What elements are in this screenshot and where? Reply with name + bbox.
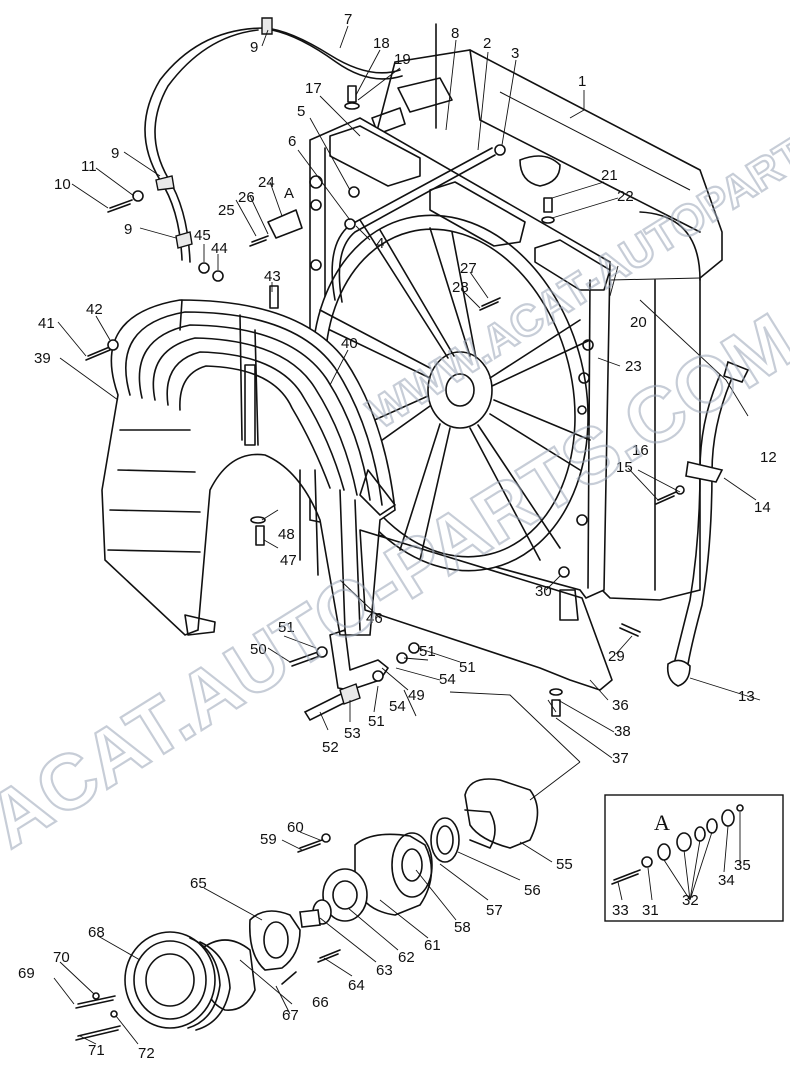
callout-36: 36 xyxy=(612,697,629,714)
callout-16: 16 xyxy=(632,442,649,459)
callout-51d: 51 xyxy=(419,643,436,660)
callout-numbers: 1 2 3 4 5 6 7 8 9 9 9 10 11 12 13 14 15 … xyxy=(18,11,777,1062)
callout-61: 61 xyxy=(424,937,441,954)
callout-51b: 51 xyxy=(459,659,476,676)
callout-29: 29 xyxy=(608,648,625,665)
callout-52: 52 xyxy=(322,739,339,756)
callout-24: 24 xyxy=(258,174,275,191)
callout-42: 42 xyxy=(86,301,103,318)
callout-50: 50 xyxy=(250,641,267,658)
callout-6: 6 xyxy=(288,133,296,150)
callout-19: 19 xyxy=(394,51,411,68)
cooling-fan xyxy=(319,219,591,561)
callout-33: 33 xyxy=(612,902,629,919)
callout-48: 48 xyxy=(278,526,295,543)
callout-3: 3 xyxy=(511,45,519,62)
callout-18: 18 xyxy=(373,35,390,52)
callout-54a: 54 xyxy=(389,698,406,715)
callout-26: 26 xyxy=(238,189,255,206)
callout-8: 8 xyxy=(451,25,459,42)
callout-72: 72 xyxy=(138,1045,155,1062)
leader-lines xyxy=(53,25,761,1045)
callout-47: 47 xyxy=(280,552,297,569)
callout-13: 13 xyxy=(738,688,755,705)
callout-25: 25 xyxy=(218,202,235,219)
callout-20: 20 xyxy=(630,314,647,331)
callout-22: 22 xyxy=(617,188,634,205)
callout-34: 34 xyxy=(718,872,735,889)
callout-40: 40 xyxy=(341,335,358,352)
callout-37: 37 xyxy=(612,750,629,767)
callout-7: 7 xyxy=(344,11,352,28)
fan-drive-assembly xyxy=(75,778,539,1041)
callout-49: 49 xyxy=(408,687,425,704)
callout-9b: 9 xyxy=(111,145,119,162)
callout-1: 1 xyxy=(578,73,586,90)
callout-53: 53 xyxy=(344,725,361,742)
callout-17: 17 xyxy=(305,80,322,97)
callout-60: 60 xyxy=(287,819,304,836)
callout-62: 62 xyxy=(398,949,415,966)
inset-label: A xyxy=(654,810,670,835)
callout-70: 70 xyxy=(53,949,70,966)
callout-9a: 9 xyxy=(250,39,258,56)
callout-66: 66 xyxy=(312,994,329,1011)
callout-35: 35 xyxy=(734,857,751,874)
callout-14: 14 xyxy=(754,499,771,516)
callout-9c: 9 xyxy=(124,221,132,238)
callout-27: 27 xyxy=(460,260,477,277)
callout-11: 11 xyxy=(81,158,97,175)
callout-15: 15 xyxy=(616,459,633,476)
callout-55: 55 xyxy=(556,856,573,873)
callout-51c: 51 xyxy=(368,713,385,730)
callout-67: 67 xyxy=(282,1007,299,1024)
callout-21: 21 xyxy=(601,167,618,184)
callout-59: 59 xyxy=(260,831,277,848)
callout-69: 69 xyxy=(18,965,35,982)
callout-64: 64 xyxy=(348,977,365,994)
callout-57: 57 xyxy=(486,902,503,919)
callout-44: 44 xyxy=(211,240,228,257)
callout-46: 46 xyxy=(366,610,383,627)
hoses xyxy=(144,27,750,687)
callout-39: 39 xyxy=(34,350,51,367)
callout-54b: 54 xyxy=(439,671,456,688)
detail-inset: A xyxy=(604,794,784,922)
callout-68: 68 xyxy=(88,924,105,941)
callout-41: 41 xyxy=(38,315,55,332)
callout-12: 12 xyxy=(760,449,777,466)
callout-32: 32 xyxy=(682,892,699,909)
callout-56: 56 xyxy=(524,882,541,899)
fasteners xyxy=(85,17,685,722)
callout-71: 71 xyxy=(88,1042,105,1059)
callout-30: 30 xyxy=(535,583,552,600)
callout-63: 63 xyxy=(376,962,393,979)
callout-58: 58 xyxy=(454,919,471,936)
callout-65: 65 xyxy=(190,875,207,892)
callout-23: 23 xyxy=(625,358,642,375)
callout-4: 4 xyxy=(376,235,384,252)
callout-28: 28 xyxy=(452,279,469,296)
view-marker-a: A xyxy=(284,185,294,202)
callout-38: 38 xyxy=(614,723,631,740)
callout-31: 31 xyxy=(642,902,659,919)
callout-43: 43 xyxy=(264,268,281,285)
callout-51a: 51 xyxy=(278,619,295,636)
fan-guard xyxy=(101,299,396,636)
callout-45: 45 xyxy=(194,227,211,244)
callout-2: 2 xyxy=(483,35,491,52)
callout-5: 5 xyxy=(297,103,305,120)
callout-10: 10 xyxy=(54,176,71,193)
